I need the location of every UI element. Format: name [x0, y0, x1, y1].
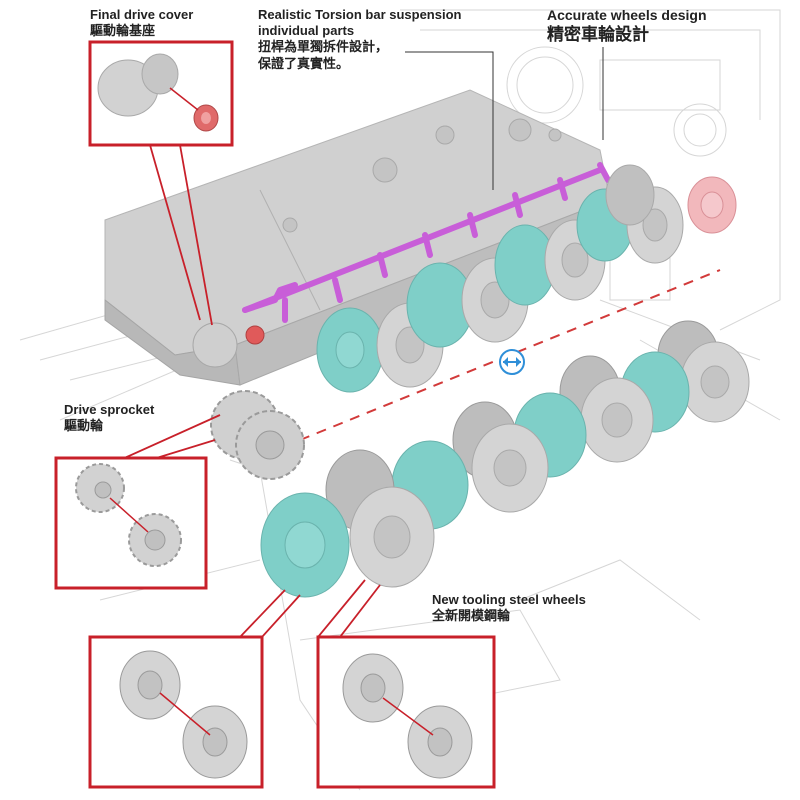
final-drive-cover-label-en: Final drive cover — [90, 7, 194, 22]
flip-direction-icon — [499, 349, 525, 375]
callout-leaders — [119, 144, 381, 638]
steel-wheels-label-en: New tooling steel wheels — [432, 592, 586, 607]
final-drive-cover-detail — [97, 53, 219, 132]
steel-wheels-label: New tooling steel wheels 全新開模鋼輪 — [432, 592, 586, 625]
steel-wheel-detail-b — [342, 653, 473, 779]
final-drive-cover-label: Final drive cover 驅動輪基座 — [90, 7, 193, 40]
torsion-bar-label-en-1: Realistic Torsion bar suspension — [258, 7, 462, 22]
mounted-wheels — [316, 164, 737, 393]
torsion-bar-label-zh-2: 保證了真實性。 — [258, 57, 350, 72]
pointer-lines — [405, 47, 604, 190]
torsion-bar-label-zh-1: 扭桿為單獨拆件設計， — [258, 40, 389, 55]
steel-wheel-detail-a — [119, 650, 248, 779]
exploded-wheels — [260, 320, 750, 598]
assembly-dashed-line — [299, 269, 721, 441]
torsion-bar-label: Realistic Torsion bar suspension individ… — [258, 7, 461, 73]
drive-sprocket-part — [210, 390, 305, 480]
final-drive-cover-label-zh: 驅動輪基座 — [90, 24, 156, 39]
wheels-design-label-zh: 精密車輪設計 — [547, 25, 649, 45]
drive-sprocket-detail — [75, 463, 182, 567]
torsion-bars — [242, 162, 611, 323]
torsion-bar-label-en-2: individual parts — [258, 23, 355, 38]
drive-sprocket-label: Drive sprocket 驅動輪 — [64, 402, 154, 435]
drive-sprocket-label-zh: 驅動輪 — [64, 419, 104, 434]
drive-sprocket-label-en: Drive sprocket — [64, 402, 155, 417]
wheels-design-label: Accurate wheels design 精密車輪設計 — [547, 7, 707, 46]
wheels-design-label-en: Accurate wheels design — [547, 7, 707, 23]
steel-wheels-label-zh: 全新開模鋼輪 — [432, 609, 511, 624]
